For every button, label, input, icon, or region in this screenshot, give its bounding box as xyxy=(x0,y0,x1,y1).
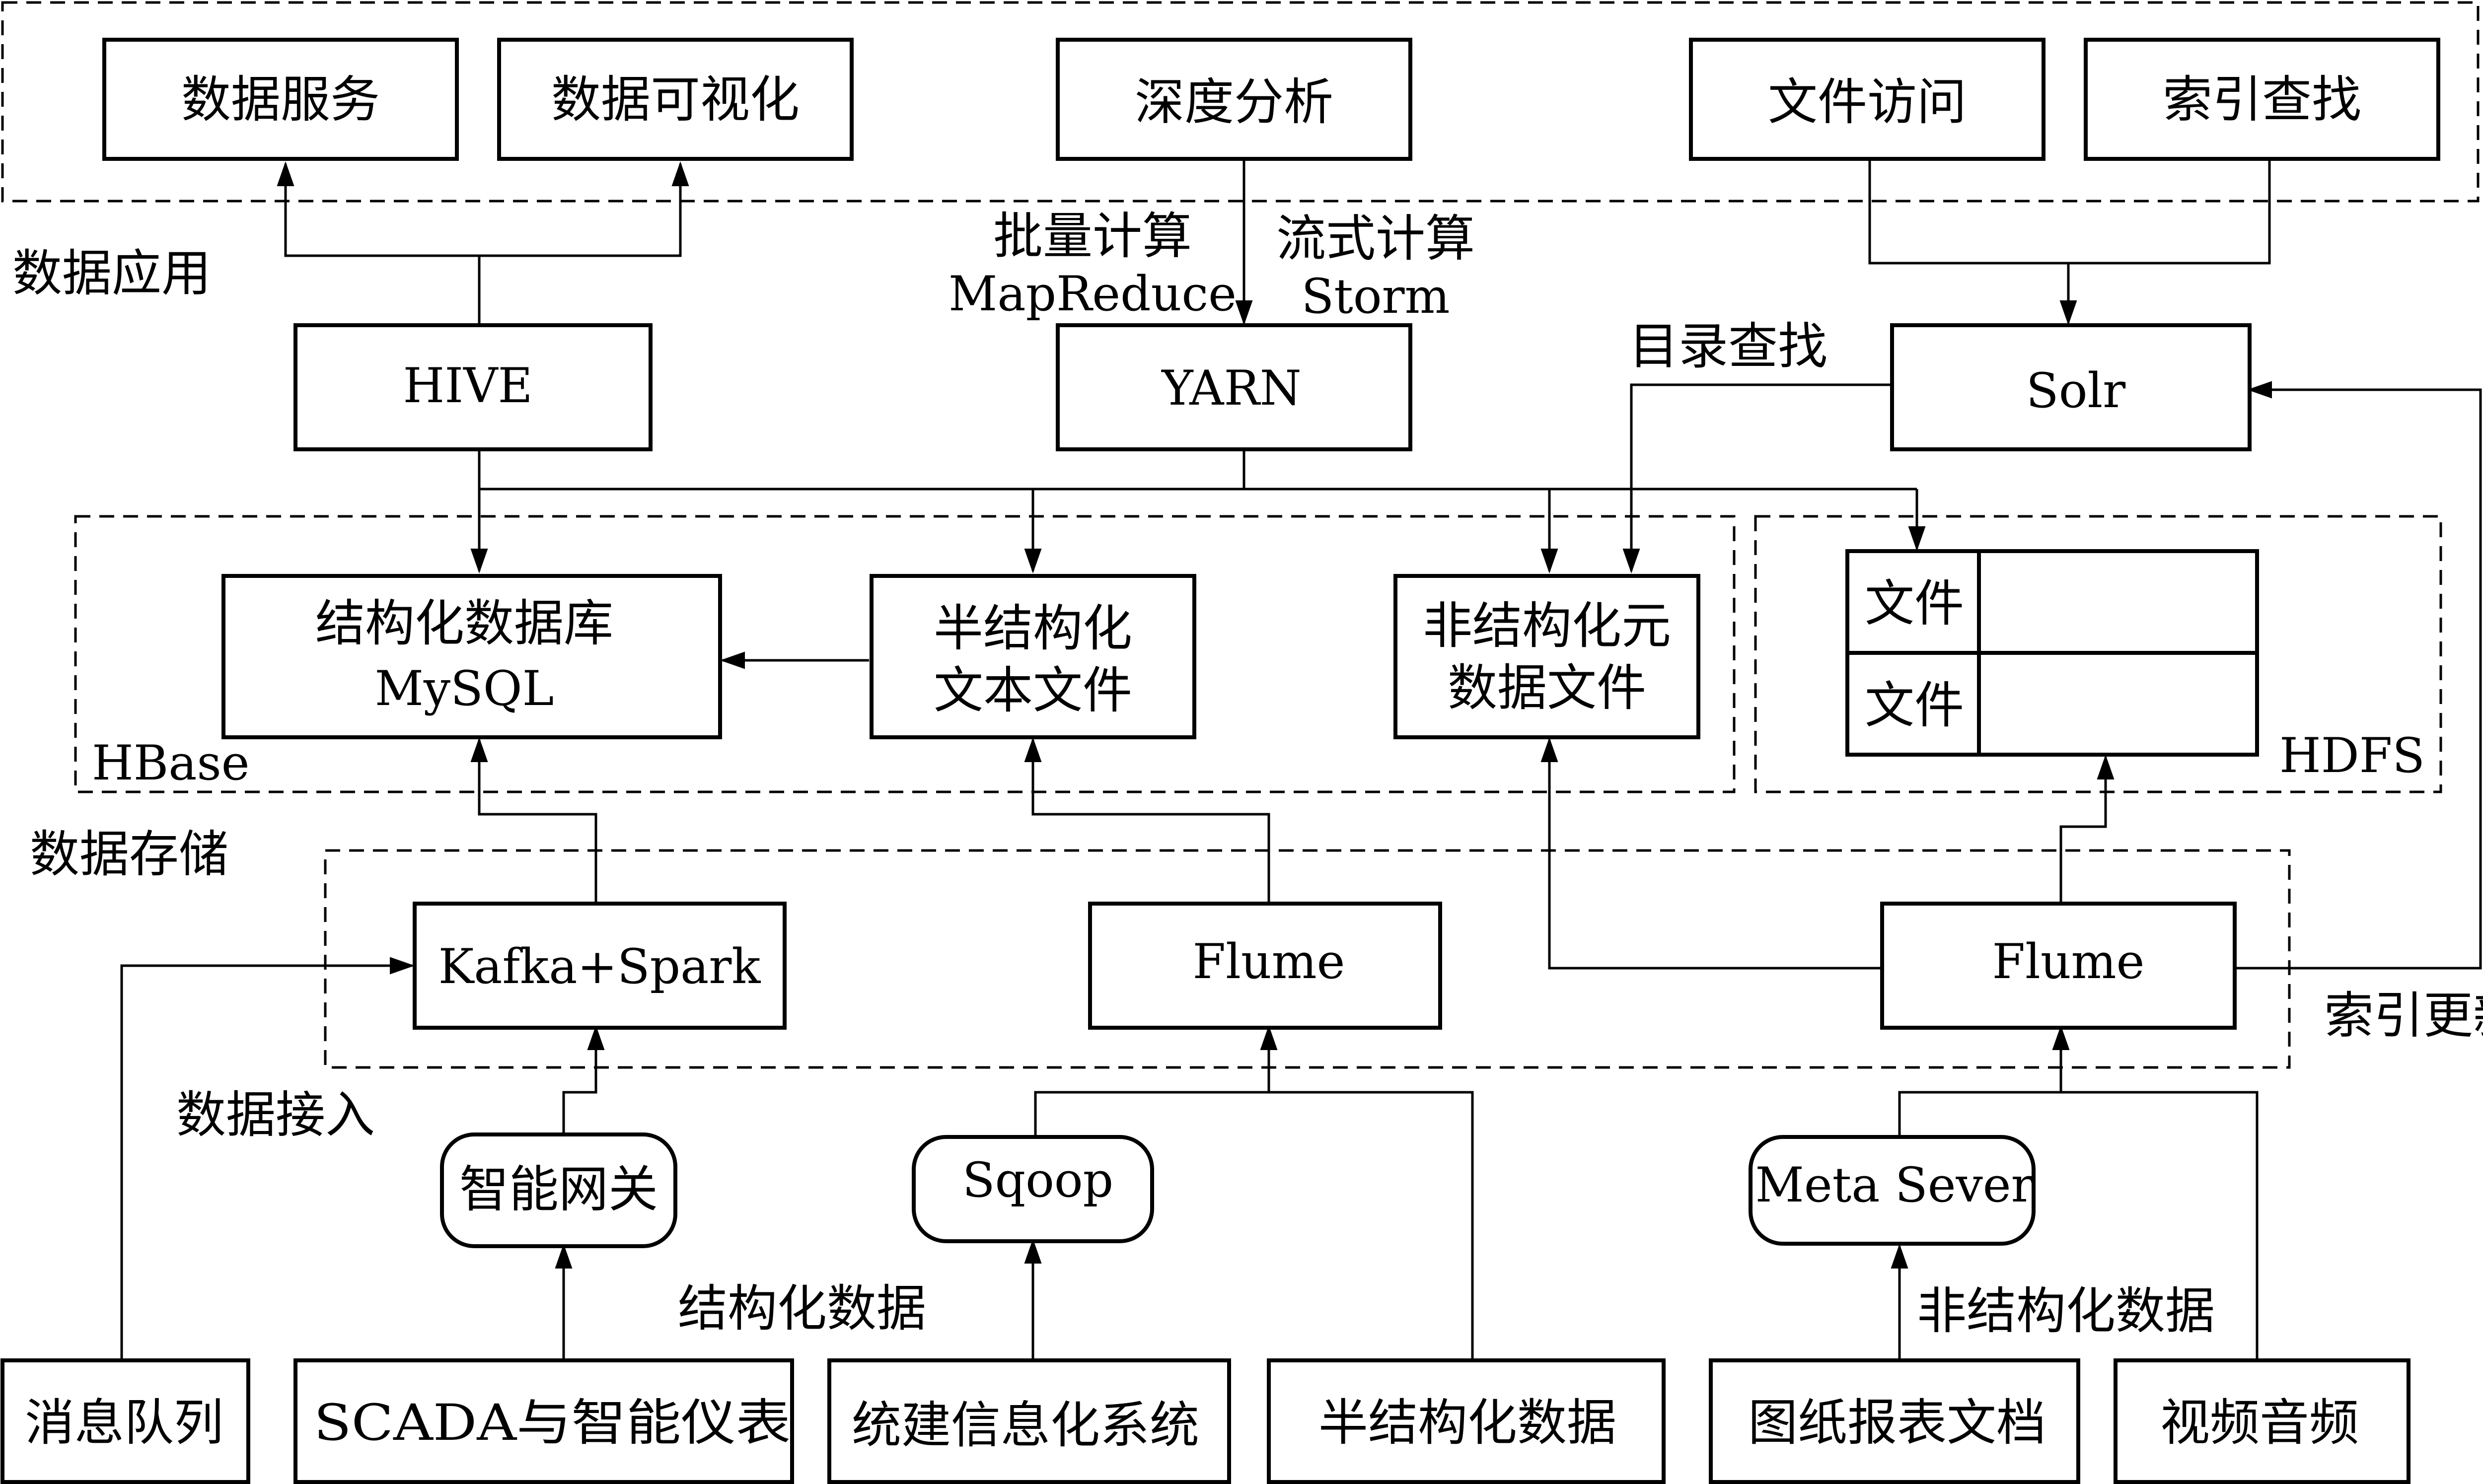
mis-box: 统建信息化系统 xyxy=(827,1358,1231,1484)
smart-gateway-label: 智能网关 xyxy=(459,1160,658,1218)
solr-box: Solr xyxy=(1890,323,2252,451)
ingestion-layer-label: 数据接入 xyxy=(176,1086,375,1144)
yarn-label: YARN xyxy=(1161,360,1302,416)
unstructured-meta-line2: 数据文件 xyxy=(1448,659,1646,717)
video-audio-box: 视频音频 xyxy=(2114,1358,2410,1484)
hbase-region xyxy=(74,515,1736,793)
hive-label: HIVE xyxy=(403,358,532,414)
hdfs-label: HDFS xyxy=(2279,728,2425,783)
data-visualization-box: 数据可视化 xyxy=(497,38,854,161)
data-visualization-label: 数据可视化 xyxy=(551,71,800,129)
unstructured-meta-box: 非结构化元 数据文件 xyxy=(1393,574,1700,739)
drawings-reports-box: 图纸报表文档 xyxy=(1709,1358,2080,1484)
deep-analysis-box: 深度分析 xyxy=(1056,38,1412,161)
index-search-box: 索引查找 xyxy=(2084,38,2440,161)
video-audio-label: 视频音频 xyxy=(2160,1394,2359,1452)
catalog-search-label: 目录查找 xyxy=(1629,317,1827,375)
drawings-reports-label: 图纸报表文档 xyxy=(1748,1394,2046,1452)
solr-label: Solr xyxy=(2026,363,2125,419)
structured-data-label: 结构化数据 xyxy=(678,1279,926,1338)
mapreduce-label: MapReduce xyxy=(949,266,1237,322)
hive-box: HIVE xyxy=(293,323,653,451)
yarn-box: YARN xyxy=(1056,323,1412,451)
batch-compute-label: 批量计算 xyxy=(993,207,1192,265)
hbase-label: HBase xyxy=(92,735,250,791)
mis-label: 统建信息化系统 xyxy=(852,1396,1199,1454)
index-search-label: 索引查找 xyxy=(2163,71,2361,129)
deep-analysis-label: 深度分析 xyxy=(1135,73,1333,131)
ingestion-region xyxy=(324,849,2291,1069)
hdfs-file-1: 文件 xyxy=(1865,574,1964,633)
meta-server-label: Meta Sever xyxy=(1755,1157,2034,1213)
connectors xyxy=(120,159,2482,1360)
sqoop-label: Sqoop xyxy=(962,1152,1113,1208)
unstructured-data-label: 非结构化数据 xyxy=(1917,1282,2215,1340)
semi-structured-line1: 半结构化 xyxy=(934,599,1132,657)
file-access-label: 文件访问 xyxy=(1768,73,1967,131)
sqoop-box: Sqoop xyxy=(912,1135,1154,1243)
hdfs-file-table: 文件 文件 xyxy=(1845,549,2259,757)
structured-db-line2: MySQL xyxy=(375,661,554,716)
index-update-label: 索引更新 xyxy=(2324,987,2483,1045)
structured-db-box: 结构化数据库 MySQL xyxy=(221,574,722,739)
semi-structured-box: 半结构化 文本文件 xyxy=(870,574,1196,739)
flume-right-label: Flume xyxy=(1992,934,2145,989)
data-service-box: 数据服务 xyxy=(102,38,459,161)
structured-db-line1: 结构化数据库 xyxy=(315,594,613,652)
unstructured-meta-line1: 非结构化元 xyxy=(1423,597,1671,655)
stream-compute-label: 流式计算 xyxy=(1276,210,1475,268)
data-service-label: 数据服务 xyxy=(181,71,380,129)
flume-right-box: Flume xyxy=(1880,902,2237,1030)
scada-box: SCADA与智能仪表 xyxy=(293,1358,794,1484)
meta-server-box: Meta Sever xyxy=(1749,1135,2036,1246)
application-layer-region xyxy=(1,1,2480,203)
semi-structured-data-label: 半结构化数据 xyxy=(1318,1394,1616,1452)
semi-structured-line2: 文本文件 xyxy=(934,661,1132,719)
storm-label: Storm xyxy=(1301,269,1450,324)
kafka-spark-box: Kafka+Spark xyxy=(413,902,787,1030)
hdfs-region xyxy=(1754,515,2442,793)
flume-middle-box: Flume xyxy=(1088,902,1442,1030)
kafka-spark-label: Kafka+Spark xyxy=(438,939,761,994)
scada-label: SCADA与智能仪表 xyxy=(314,1394,791,1452)
message-queue-label: 消息队列 xyxy=(25,1394,223,1452)
smart-gateway-box: 智能网关 xyxy=(440,1132,677,1248)
file-access-box: 文件访问 xyxy=(1689,38,2045,161)
hdfs-file-2: 文件 xyxy=(1865,676,1964,734)
storage-layer-label: 数据存储 xyxy=(30,825,228,883)
application-layer-label: 数据应用 xyxy=(12,244,211,302)
message-queue-box: 消息队列 xyxy=(0,1358,250,1484)
semi-structured-data-box: 半结构化数据 xyxy=(1267,1358,1666,1484)
flume-middle-label: Flume xyxy=(1193,934,1345,989)
